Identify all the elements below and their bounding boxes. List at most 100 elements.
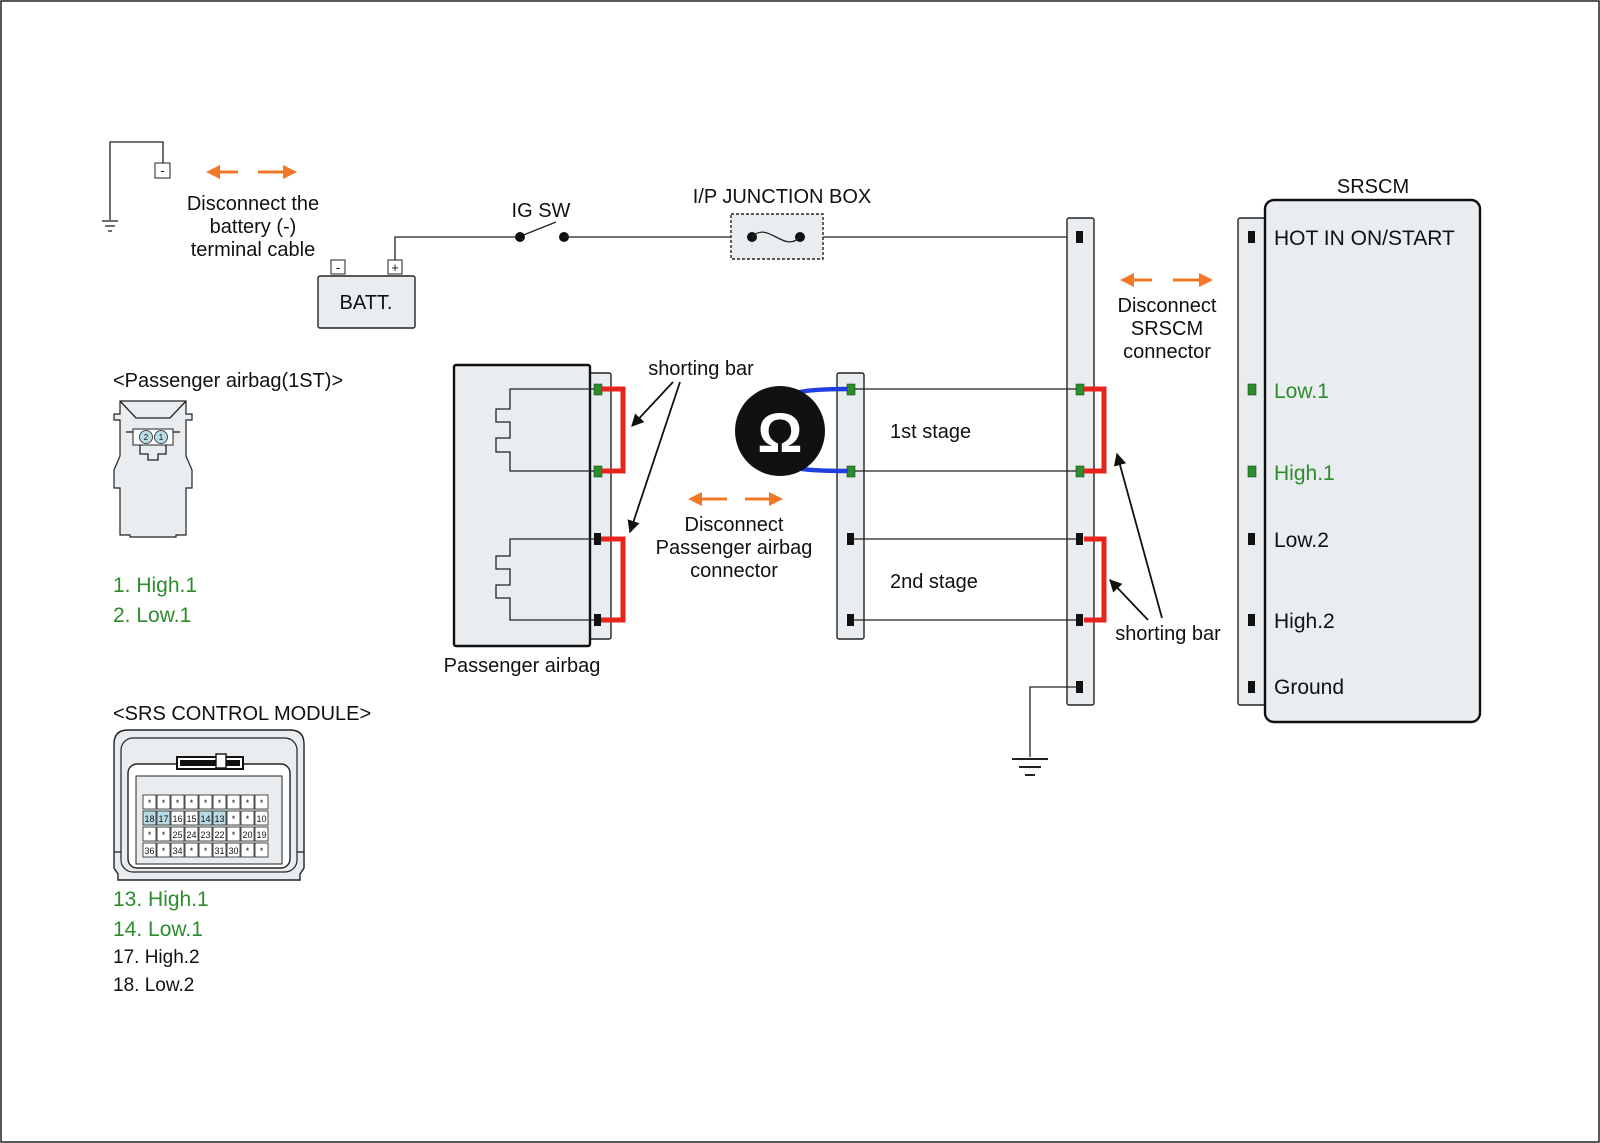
srs-pin-label: *: [246, 798, 250, 808]
srscm-pin-low1: [1247, 383, 1257, 396]
srscm-pin-low2: [1248, 533, 1255, 545]
passenger-airbag-connector-strip: [588, 372, 612, 640]
ground-wire: [1029, 686, 1080, 757]
stage1-label: 1st stage: [890, 421, 971, 443]
srs-pin-cell: [156, 842, 171, 858]
srs-pin-cell: [170, 842, 185, 858]
middle-pin-1: [846, 383, 856, 396]
pointer-arrow-right-1: [1113, 452, 1163, 619]
srs-pin-label: *: [148, 798, 152, 808]
srs-pin-label: 23: [200, 830, 210, 840]
srscm-module: [1263, 198, 1482, 724]
harness-shorting-bar-1: [1084, 386, 1107, 474]
srs-pin-label: *: [190, 798, 194, 808]
pointer-arrow-right-2: [1109, 579, 1149, 621]
junction-box: [730, 213, 824, 260]
srscm-note-line3: connector: [1123, 341, 1211, 363]
srscm-pin-label-high2: High.2: [1274, 610, 1335, 633]
harness-pin-hot: [1076, 231, 1083, 243]
srs-pin-label: 10: [256, 814, 266, 824]
srs-pin-label: *: [246, 846, 250, 856]
power-wire: [394, 236, 519, 260]
srscm-pin-label-high1: High.1: [1274, 462, 1335, 485]
srs-pin-label: *: [204, 798, 208, 808]
shorting-bar-label-right: shorting bar: [1115, 623, 1221, 645]
srs-pin-label: 19: [256, 830, 266, 840]
srs-pin-cell: [170, 810, 185, 826]
srs-pin-label: 17: [158, 814, 168, 824]
middle-connector-strip: [836, 372, 865, 640]
srs-pin-cell: [240, 826, 255, 842]
srs-pin-cell: [212, 810, 227, 826]
fuse-icon: [751, 231, 801, 243]
srs-pin-label: *: [176, 798, 180, 808]
srs-pin-label: 20: [242, 830, 252, 840]
stage2-label: 2nd stage: [890, 571, 978, 593]
srs-pin-label: 31: [214, 846, 224, 856]
disconnect-arrow-battery: [206, 165, 297, 179]
srs-pin-label: 30: [228, 846, 238, 856]
srscm-pin-hot: [1248, 231, 1255, 243]
srs-pin-cell: [156, 826, 171, 842]
airbag-note-line2: Passenger airbag: [656, 537, 813, 559]
ig-sw-label: IG SW: [512, 200, 571, 222]
srs-pin-cell: [254, 842, 269, 858]
srscm-note-line1: Disconnect: [1118, 295, 1217, 317]
batt-minus-label: -: [336, 260, 340, 275]
battery-note-line1: Disconnect the: [187, 193, 319, 215]
srs-pin-cell: [254, 810, 269, 826]
srs-pin-cell: [170, 826, 185, 842]
srs-pin-label: *: [162, 798, 166, 808]
srs-pin-cell: [240, 794, 255, 810]
batt-plus-label: +: [391, 260, 399, 275]
middle-pin-2: [846, 465, 856, 478]
srs-pin-cell: [184, 826, 199, 842]
harness-pin-high1: [1075, 465, 1085, 478]
airbag-pin-4: [594, 614, 601, 626]
pointer-arrow-left-1: [631, 381, 674, 427]
srs-pin-cell: [142, 842, 157, 858]
srs-pin-cell: [212, 842, 227, 858]
srs-pin-label: 13: [214, 814, 224, 824]
srs-pin-label: *: [260, 798, 264, 808]
srs-pin-label: *: [190, 846, 194, 856]
srscm-pin-ground: [1248, 681, 1255, 693]
airbag-shorting-bar-1: [602, 386, 626, 474]
junction-box-label: I/P JUNCTION BOX: [693, 186, 872, 208]
srs-pin-cell: [254, 794, 269, 810]
srscm-pin-high2: [1248, 614, 1255, 626]
airbag-pin-3: [594, 533, 601, 545]
passenger-airbag-label: Passenger airbag: [444, 655, 601, 677]
ig-switch-contact-1: [515, 232, 525, 242]
harness-connector-strip: [1066, 217, 1095, 706]
srs-pin-label: *: [148, 830, 152, 840]
srs-pin-cell: [142, 794, 157, 810]
airbag-shorting-bar-2: [601, 536, 626, 623]
srs-pin-cell: [240, 810, 255, 826]
ig-switch-blade: [520, 221, 557, 237]
srs-legend-item: 14. Low.1: [113, 918, 203, 941]
srs-pin-cell: [226, 842, 241, 858]
shorting-bar-label-left: shorting bar: [648, 358, 754, 380]
srs-pin-label: 15: [186, 814, 196, 824]
passenger-airbag-unit: [452, 363, 592, 648]
srs-legend-item: 17. High.2: [113, 947, 200, 968]
srs-pin-label: 34: [172, 846, 182, 856]
airbag-internal-element-1: [495, 388, 597, 472]
srscm-pin-label-ground: Ground: [1274, 676, 1344, 699]
srs-pin-label: *: [260, 846, 264, 856]
srs-pin-cell: [226, 826, 241, 842]
pointer-arrow-left-2: [627, 381, 681, 534]
harness-pin-low1: [1075, 383, 1085, 396]
ohm-symbol: Ω: [758, 401, 803, 464]
srscm-pin-high1: [1247, 465, 1257, 478]
srs-pin-cell: [198, 842, 213, 858]
ground-icon-battery: [102, 220, 118, 232]
srs-pin-label: *: [232, 830, 236, 840]
srs-pin-cell: [156, 810, 171, 826]
srs-pin-cell: [142, 810, 157, 826]
batt-label: BATT.: [340, 292, 393, 314]
passenger-connector-pin-2: 2: [144, 433, 149, 442]
